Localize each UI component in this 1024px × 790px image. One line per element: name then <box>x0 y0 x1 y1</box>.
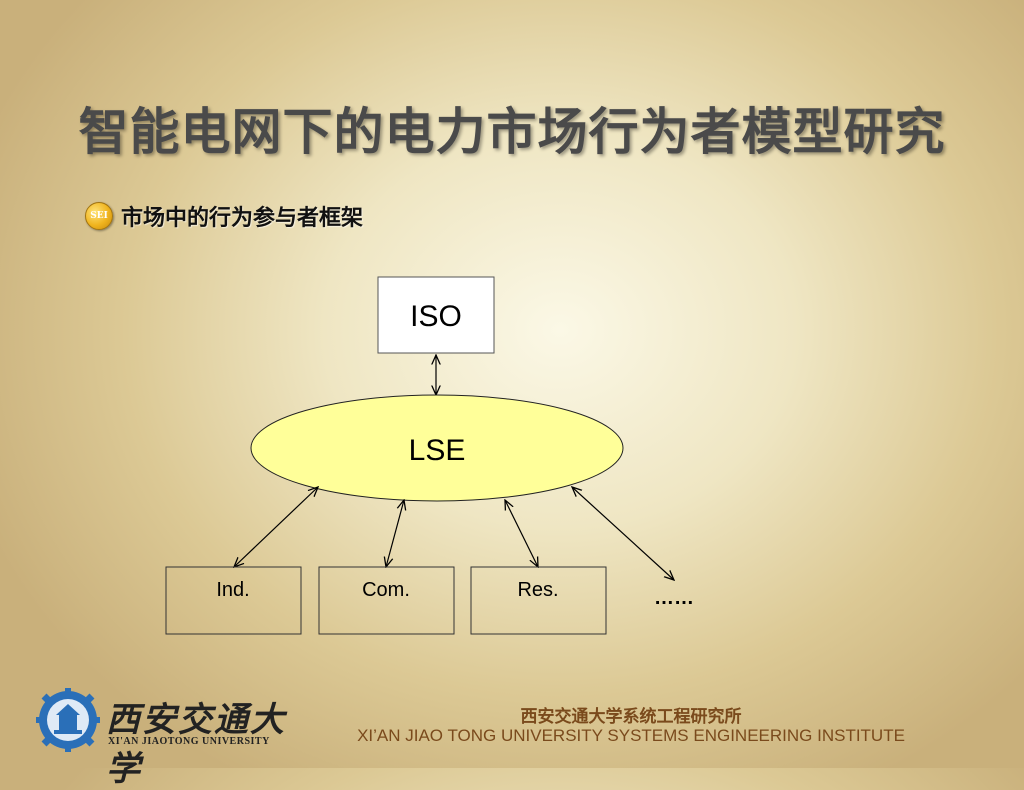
gear-seal-icon <box>36 688 100 752</box>
lse-ellipse <box>250 394 624 502</box>
lse-label: LSE <box>409 434 466 467</box>
sei-bullet-icon: SEI <box>85 202 113 230</box>
com-box <box>318 566 455 635</box>
lse-ind-arrow <box>234 487 318 567</box>
bullet-item: SEI 市场中的行为参与者框架 <box>85 200 363 232</box>
com-label: Com. <box>362 579 410 601</box>
ind-box <box>165 566 302 635</box>
iso-box <box>377 276 495 354</box>
institute-name-cn: 西安交通大学系统工程研究所 <box>520 707 742 727</box>
institute-name-en: XI’AN JIAO TONG UNIVERSITY SYSTEMS ENGIN… <box>357 726 905 745</box>
bullet-text: 市场中的行为参与者框架 <box>121 206 364 231</box>
slide-title: 智能电网下的电力市场行为者模型研究 <box>78 103 946 161</box>
university-name-en: XI'AN JIAOTONG UNIVERSITY <box>108 736 270 747</box>
lse-res-arrow <box>505 500 538 567</box>
more-ellipsis: …… <box>654 587 694 609</box>
res-box <box>470 566 607 635</box>
res-label: Res. <box>517 579 558 601</box>
university-logo: 西安交通大学 XI'AN JIAOTONG UNIVERSITY <box>36 688 286 789</box>
actor-framework-diagram: ISO LSE Ind. Com. Res. …… <box>165 276 694 635</box>
lse-more-arrow <box>572 487 674 580</box>
lse-com-arrow <box>386 500 404 567</box>
iso-label: ISO <box>410 300 462 333</box>
ind-label: Ind. <box>216 579 249 601</box>
